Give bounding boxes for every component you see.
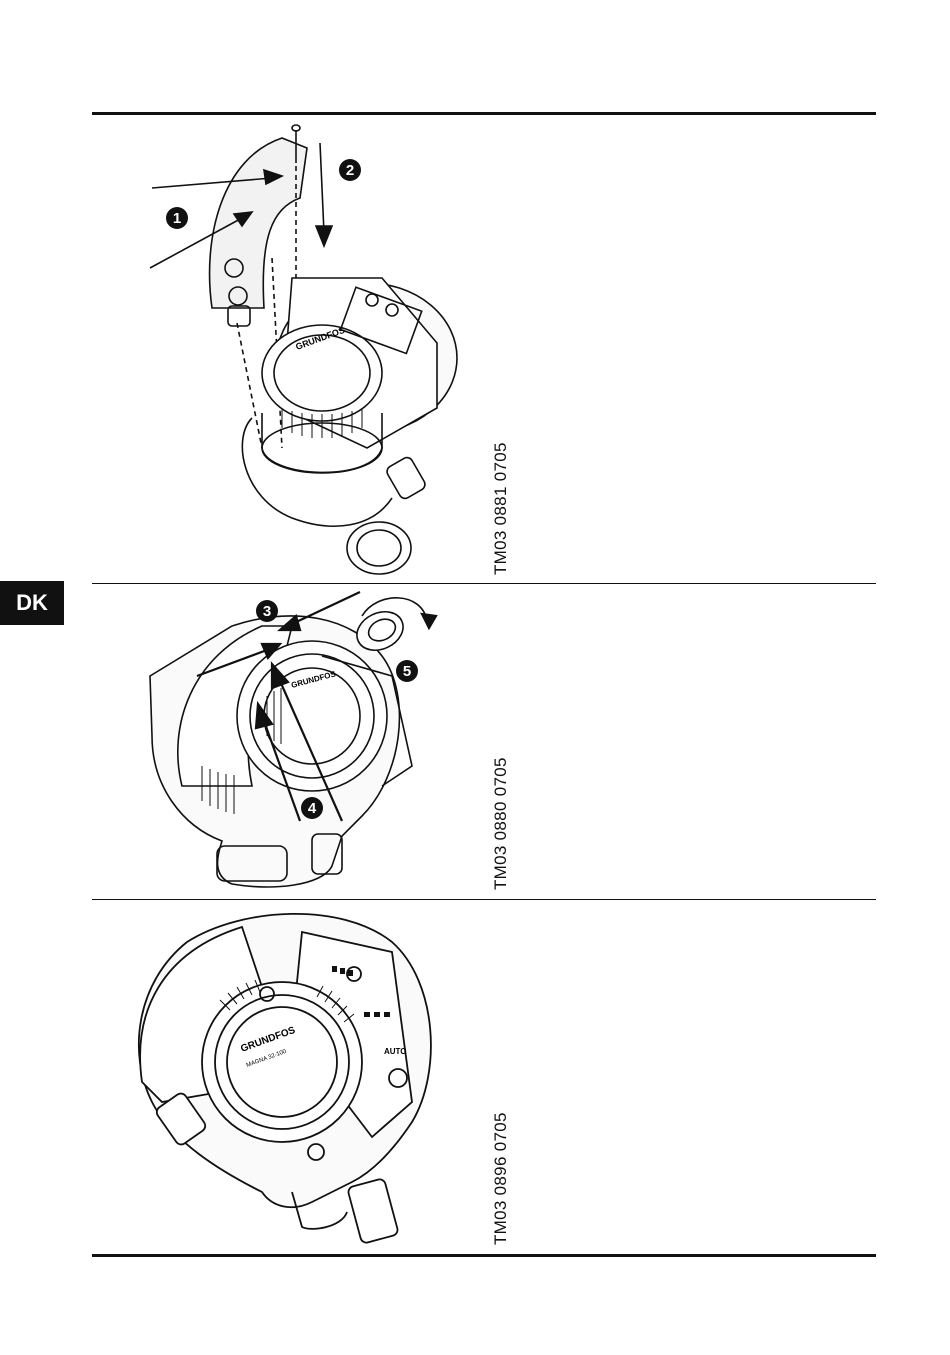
svg-text:4: 4 xyxy=(308,800,317,817)
figure-2-illustration: 3 4 5 GRUNDFOS xyxy=(92,586,492,896)
svg-text:1: 1 xyxy=(173,210,181,227)
language-tab: DK xyxy=(0,581,64,625)
section-divider-2 xyxy=(92,899,876,900)
figure-1-illustration: 1 2 GRUNDFOS xyxy=(92,118,492,580)
figure-2-code: TM03 0880 0705 xyxy=(491,757,511,890)
svg-text:5: 5 xyxy=(403,663,411,680)
step-badge-2: 2 xyxy=(339,159,361,181)
section-divider-1 xyxy=(92,583,876,584)
step-badge-4: 4 xyxy=(301,797,323,819)
figure-3-illustration: GRUNDFOS MAGNA 32-100 AUTO xyxy=(92,902,492,1252)
figure-1-code: TM03 0881 0705 xyxy=(491,442,511,575)
bottom-rule xyxy=(92,1254,876,1257)
top-rule xyxy=(92,112,876,115)
svg-text:2: 2 xyxy=(346,162,354,179)
step-badge-1: 1 xyxy=(166,207,188,229)
step-badge-3: 3 xyxy=(256,600,278,622)
step-badge-5: 5 xyxy=(396,660,418,682)
arrow-step-2 xyxy=(320,143,324,233)
arrow-step-3b xyxy=(292,592,360,624)
figure-3-code: TM03 0896 0705 xyxy=(491,1112,511,1245)
svg-text:3: 3 xyxy=(263,603,271,620)
auto-mode-label: AUTO xyxy=(384,1047,407,1056)
